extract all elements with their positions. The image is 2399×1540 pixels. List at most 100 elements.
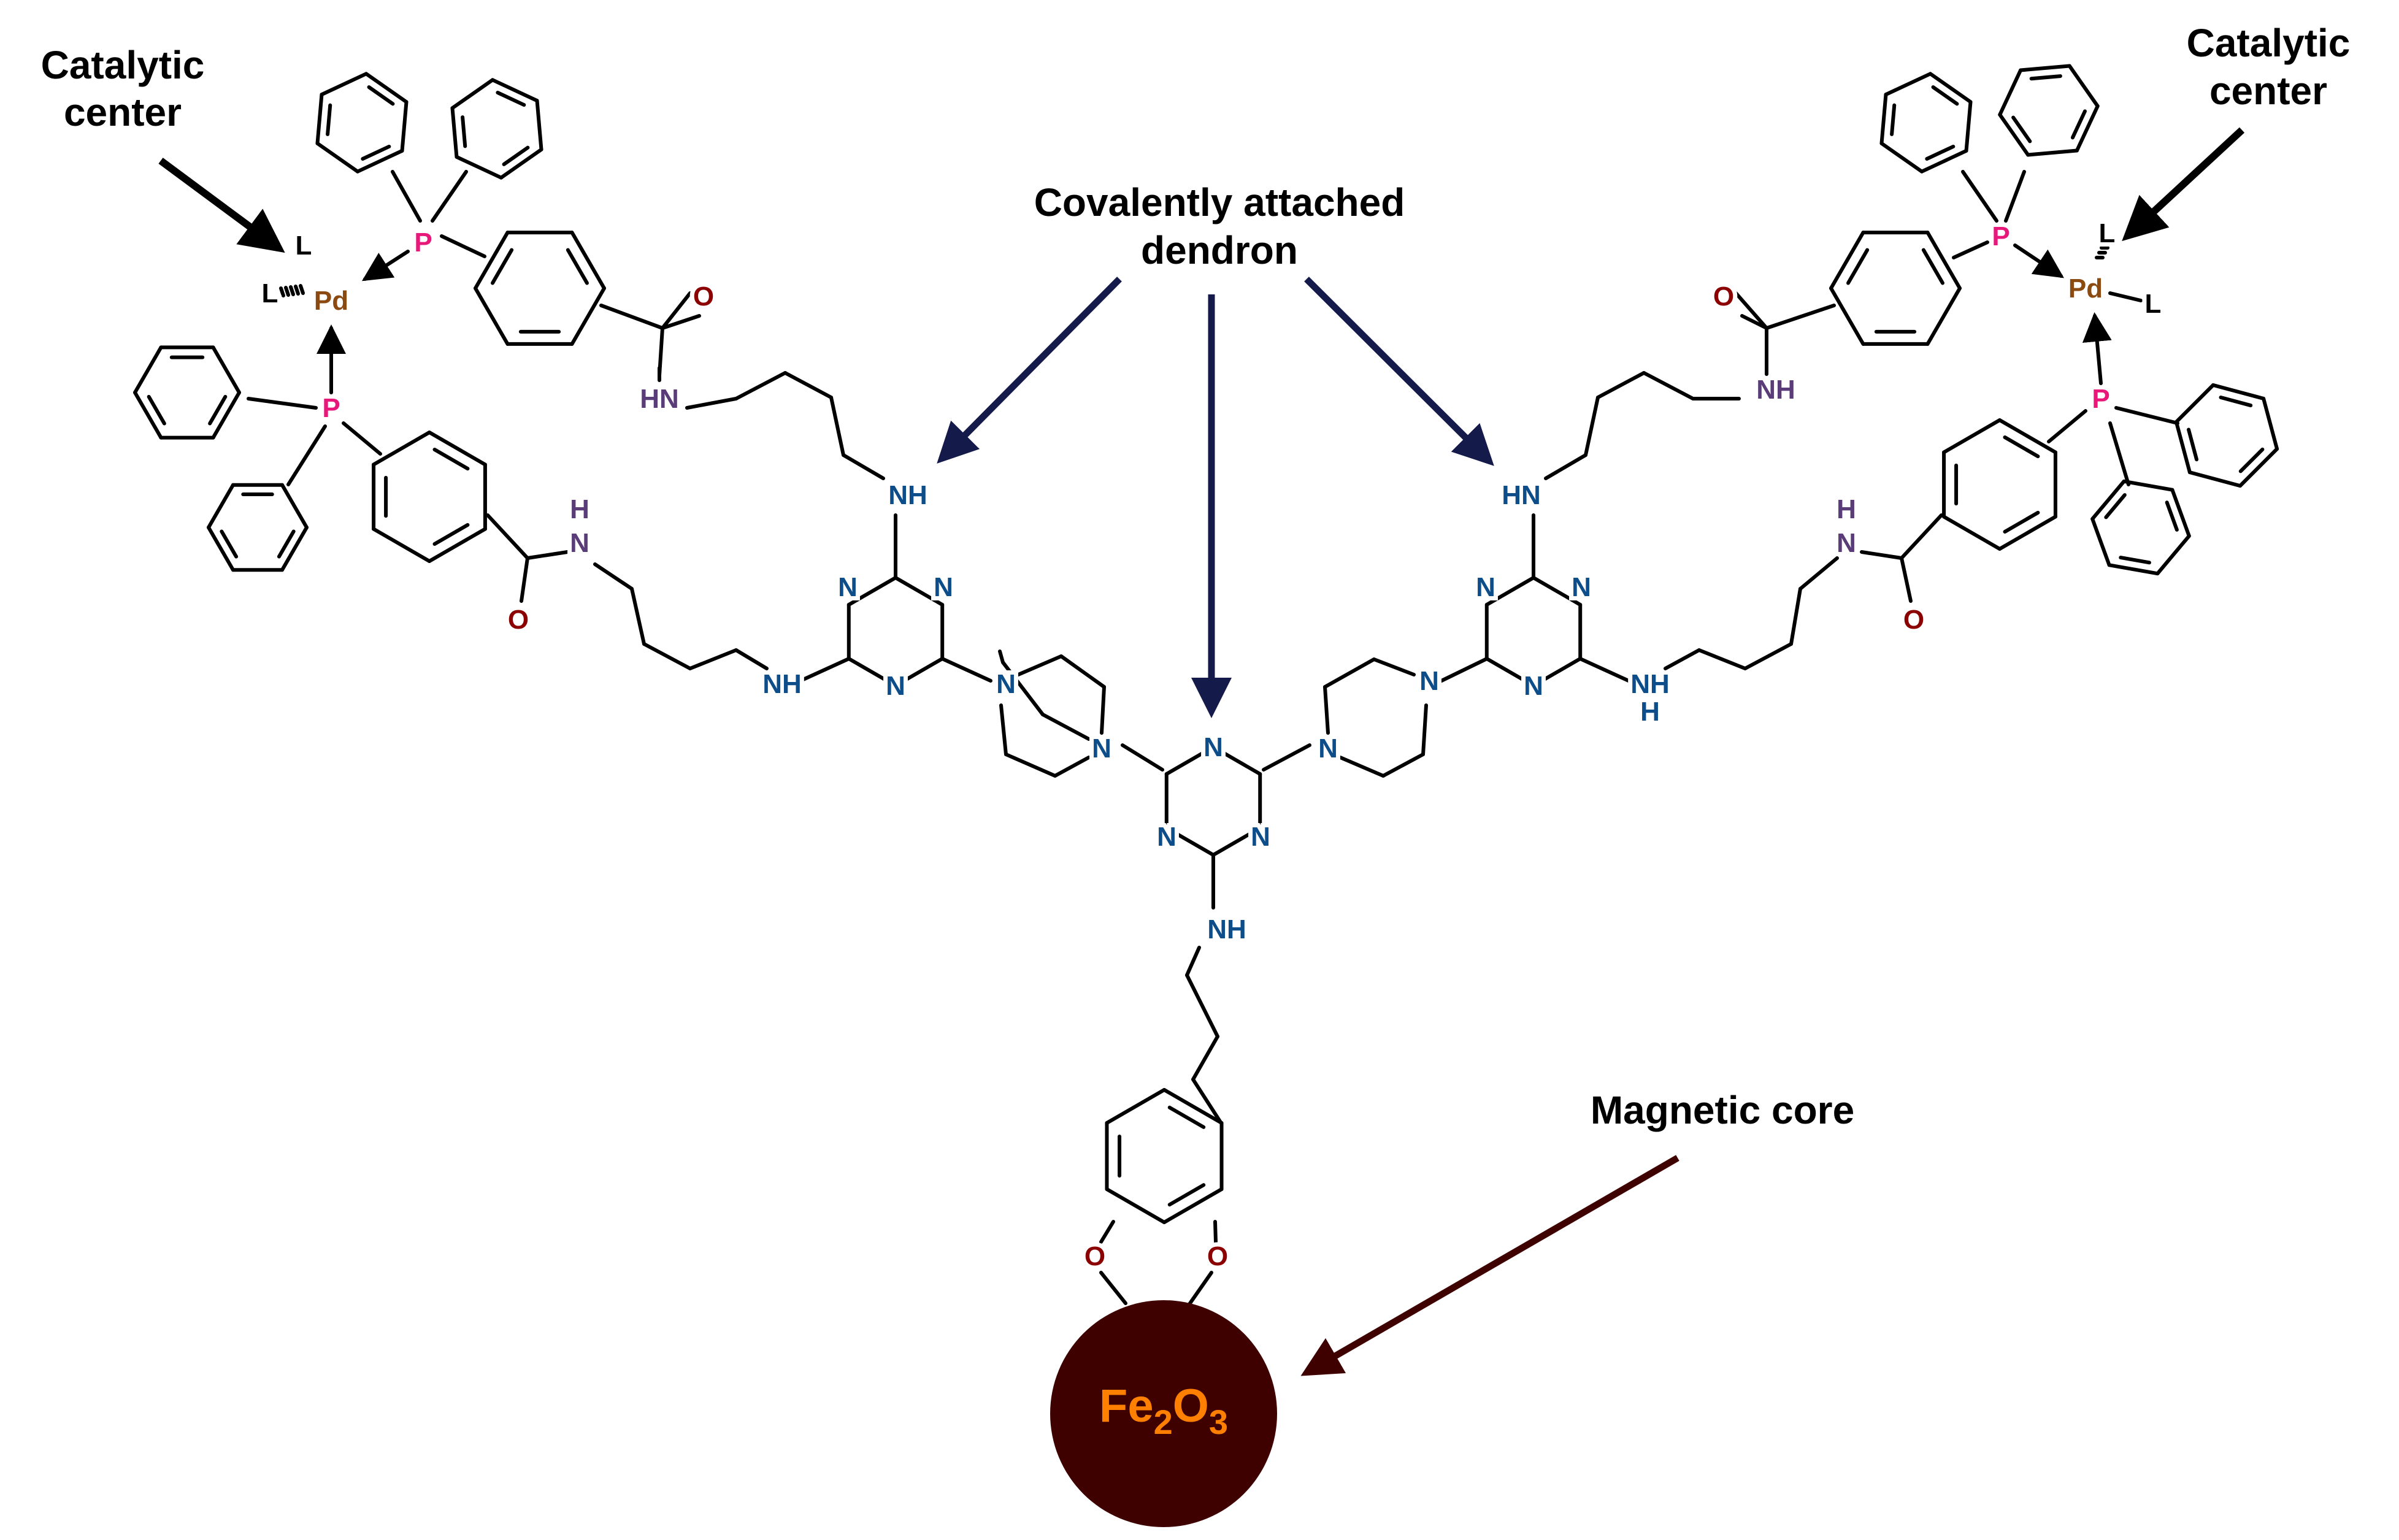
left-triazine-nh-top: NH: [888, 480, 927, 510]
left-triazine-ring: [846, 576, 897, 607]
o-left-bond: [1099, 1220, 1115, 1244]
fe2o3-core-formula: Fe2O3: [1099, 1380, 1228, 1441]
left-triazine-n3: N: [886, 671, 905, 701]
p-ph-bond: [431, 170, 468, 223]
right-upper-aryl-ring-double: [1921, 248, 1944, 285]
left-triazine-left-bond: [799, 657, 851, 683]
catalytic-left-arrow: [158, 158, 285, 253]
pip-right-link: [1262, 743, 1311, 772]
left-upper-p-phenyl-b: [450, 106, 459, 159]
ethyl-linker: [1185, 973, 1219, 1038]
right-lower-p-phenyl-a: [2174, 383, 2216, 424]
right-triazine-n2: N: [1572, 572, 1591, 602]
right-upper-p: P: [1992, 221, 2009, 251]
left-lower-p-phenyl-a-double: [147, 394, 166, 426]
right-upper-p-phenyl-a: [1964, 100, 1973, 153]
left-triazine-n2: N: [934, 572, 953, 602]
o-left-core-bond: [1099, 1271, 1127, 1305]
left-lower-aryl-ring-double: [432, 523, 470, 546]
right-upper-p-phenyl-a: [1928, 72, 1973, 104]
right-upper-aryl-ring: [1925, 286, 1962, 346]
right-pd-ligand-right: L: [2145, 289, 2162, 319]
right-upper-p-phenyl-b: [2026, 148, 2079, 157]
right-upper-p-phenyl-a-double: [1931, 85, 1959, 106]
right-upper-p-phenyl-a: [1879, 93, 1888, 145]
dendron-label: Covalently attached: [1034, 180, 1405, 224]
left-upper-p-phenyl-b-double: [502, 145, 530, 166]
left-lower-amide: [526, 550, 569, 560]
left-upper-amide-hn: HN: [640, 384, 679, 414]
left-lower-chain: [642, 642, 692, 670]
p-ph-bond: [2108, 421, 2130, 486]
right-lower-aryl-p: [2047, 409, 2087, 443]
left-lower-chain: [688, 648, 738, 670]
piperazine-right-n-left: N: [1318, 734, 1338, 764]
left-upper-chain: [783, 371, 833, 399]
left-lower-amide-n: N: [570, 528, 589, 558]
central-triazine-ring: [1211, 745, 1262, 776]
left-pd-hash: [299, 284, 305, 295]
catalytic-center-right-label: Catalytic: [2187, 21, 2351, 65]
catechol-ring: [1105, 1088, 1166, 1125]
catechol-ring: [1162, 1187, 1224, 1224]
catechol-ring-double: [1167, 1105, 1206, 1129]
p-ph-bond: [286, 424, 327, 486]
left-upper-p-phenyl-a: [320, 72, 368, 97]
right-triazine-right-bond: [1578, 657, 1630, 683]
ethyl-linker: [1191, 1035, 1219, 1081]
left-triazine-ring: [894, 576, 945, 607]
right-lower-amide-h: H: [1837, 494, 1856, 524]
left-lower-p-phenyl-b: [280, 526, 309, 572]
right-lower-aryl-ring: [1998, 418, 2057, 454]
p-ph-bond: [391, 170, 422, 223]
right-triazine-n3: N: [1524, 671, 1543, 701]
right-upper-p-phenyl-b: [2075, 104, 2100, 153]
left-upper-p-phenyl-a: [315, 141, 360, 174]
central-triazine-ring: [1211, 826, 1262, 857]
right-lower-p-phenyl-b-double: [2165, 500, 2179, 532]
o-right-core-bond: [1188, 1271, 1213, 1305]
right-lower-amide: [1860, 550, 1903, 560]
left-lower-aryl-ring: [428, 431, 487, 467]
right-lower-p-phenyl-a-double: [2219, 396, 2253, 408]
central-triazine-n-right: N: [1251, 822, 1270, 852]
right-upper-co: [1734, 291, 1768, 330]
left-lower-p: P: [322, 393, 340, 423]
left-upper-aryl-ring: [474, 231, 510, 290]
left-upper-p-phenyl-a: [364, 72, 409, 104]
right-p-pd-dative2: [2013, 243, 2064, 278]
left-upper-aryl-ring: [570, 231, 606, 290]
left-lower-aryl-p: [342, 421, 382, 456]
p-ph-bond: [2004, 170, 2026, 223]
right-upper-p-phenyl-a-double: [1925, 144, 1956, 161]
left-pd-ligand-top: L: [296, 231, 312, 261]
p-ph-bond: [247, 397, 318, 410]
right-triazine-nh-right: NH: [1630, 669, 1670, 699]
left-lower-p-phenyl-b: [207, 483, 235, 529]
ethyl-to-ring: [1191, 1078, 1223, 1124]
left-upper-p-phenyl-b: [491, 78, 539, 103]
piperazine-left-top: [1100, 685, 1106, 735]
right-upper-p-phenyl-b-double: [2070, 109, 2087, 140]
piperazine-right-bottom: [1381, 753, 1425, 778]
annotation-arrows: [158, 127, 2245, 1376]
piperazine-right-n-right: N: [1419, 666, 1439, 696]
right-triazine-ring: [1484, 576, 1535, 607]
piperazine-left-n-right: N: [1092, 734, 1111, 764]
right-lower-p-phenyl-b: [2155, 534, 2191, 576]
right-upper-aryl-ring-double: [1846, 248, 1870, 285]
left-lower-p-phenyl-b-double: [277, 529, 296, 559]
left-lower-p-phenyl-a-double: [208, 394, 228, 426]
right-upper-p-phenyl-a: [1879, 141, 1924, 174]
right-lower-amide-n: N: [1837, 528, 1856, 558]
right-lower-chain: [1789, 587, 1802, 646]
right-lower-chain: [1798, 556, 1839, 591]
piperazine-left: [1001, 661, 1045, 716]
central-triazine-ring: [1164, 826, 1215, 857]
central-nh: NH: [1207, 914, 1246, 944]
piperazine-left-top: [1059, 654, 1106, 689]
right-upper-aryl-ring: [1829, 286, 1865, 346]
right-lower-p-phenyl-a: [2262, 396, 2279, 451]
right-upper-p-phenyl-b-double: [2011, 115, 2032, 144]
